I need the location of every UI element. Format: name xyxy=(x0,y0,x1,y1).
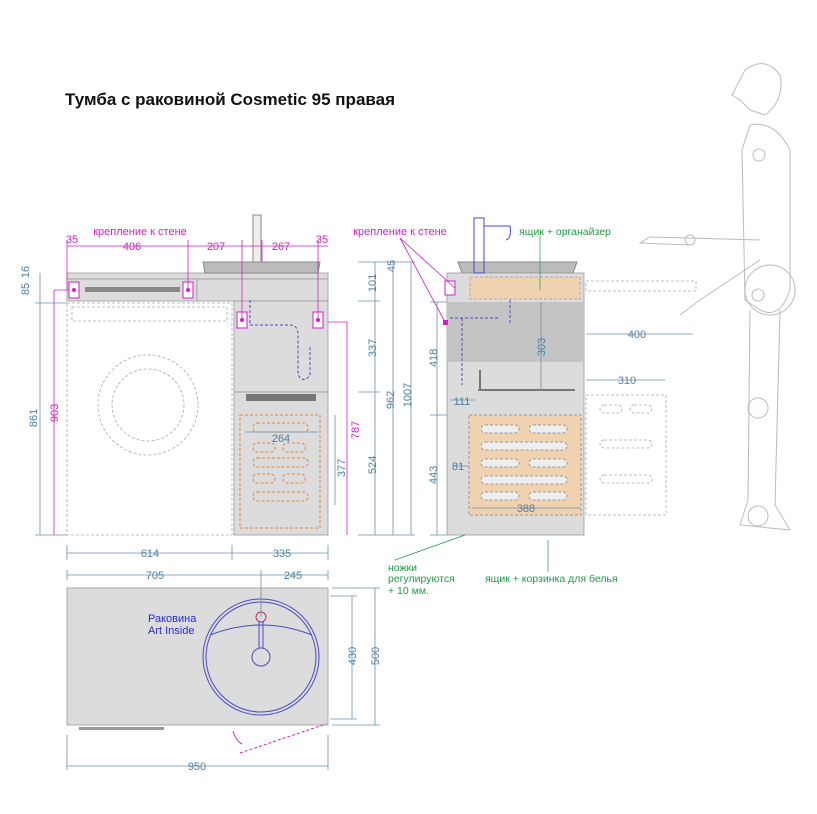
side-view: крепление к стене ящик + органайзер 418 … xyxy=(353,217,697,597)
dim-16: 16 xyxy=(20,266,32,278)
wall-mount-label-front: крепление к стене xyxy=(93,226,187,238)
dim-430: 430 xyxy=(347,647,359,665)
dim-962: 962 xyxy=(385,391,397,409)
dim-337: 337 xyxy=(367,339,379,357)
faucet xyxy=(252,214,262,263)
head xyxy=(731,63,782,116)
dim-111: 111 xyxy=(454,396,471,408)
legs-note-line2: регулируются xyxy=(388,573,455,585)
dim-85: 85 xyxy=(20,283,32,295)
dim-81: 81 xyxy=(452,461,464,473)
page-title: Тумба с раковиной Cosmetic 95 правая xyxy=(65,90,395,109)
dim-207: 207 xyxy=(207,241,225,253)
dim-264: 264 xyxy=(272,433,290,445)
hip xyxy=(744,264,796,316)
dim-787: 787 xyxy=(350,421,362,439)
sink-name-line1: Раковина xyxy=(148,613,197,625)
washing-machine-door xyxy=(97,354,199,456)
dim-950: 950 xyxy=(188,761,206,773)
dim-35-left: 35 xyxy=(66,234,78,246)
dim-400: 400 xyxy=(628,329,646,341)
countertop-top xyxy=(66,587,329,726)
dim-705: 705 xyxy=(146,570,164,582)
dim-861: 861 xyxy=(28,409,40,427)
countertop xyxy=(66,272,329,280)
dim-1007: 1007 xyxy=(402,383,414,407)
dim-245: 245 xyxy=(284,570,302,582)
arms xyxy=(638,236,761,316)
legs-note-line1: ножки xyxy=(388,562,417,574)
dim-267: 267 xyxy=(272,241,290,253)
organizer-drawer-label: ящик + органайзер xyxy=(519,226,611,238)
door-swing xyxy=(239,723,327,754)
dim-443: 443 xyxy=(428,466,440,484)
dim-418: 418 xyxy=(428,349,440,367)
sink-bowl xyxy=(202,261,321,274)
drain xyxy=(251,647,271,667)
torso xyxy=(741,123,791,313)
human-figure xyxy=(638,63,796,531)
basket-outline xyxy=(239,414,321,529)
dim-303: 303 xyxy=(536,338,548,356)
dim-500: 500 xyxy=(370,647,382,665)
wall-mount-label-side: крепление к стене xyxy=(353,226,447,238)
dim-45: 45 xyxy=(386,260,398,272)
dim-101: 101 xyxy=(367,274,379,292)
top-view: 705 245 430 500 950 Раковина Art Inside xyxy=(66,570,382,773)
washing-machine-outline xyxy=(66,302,233,536)
dim-406: 406 xyxy=(123,241,141,253)
dim-377: 377 xyxy=(336,459,348,477)
dim-35-right: 35 xyxy=(316,234,328,246)
laundry-drawer-label: ящик + корзинка для белья xyxy=(485,573,618,585)
shelf-handle xyxy=(85,287,180,292)
front-view: крепление к стене 35 406 207 267 35 16 8… xyxy=(20,214,415,560)
dim-335: 335 xyxy=(273,548,291,560)
dim-310: 310 xyxy=(618,375,636,387)
siphon xyxy=(249,300,311,380)
dim-903: 903 xyxy=(49,404,61,422)
legs-note-line3: + 10 мм. xyxy=(388,585,429,597)
side-faucet xyxy=(473,217,485,274)
organizer-drawer xyxy=(469,276,581,300)
legs xyxy=(739,309,791,531)
dim-388: 388 xyxy=(517,503,535,515)
lower-drawer xyxy=(233,391,329,536)
dim-524: 524 xyxy=(367,456,379,474)
sink-name-line2: Art Inside xyxy=(148,625,194,637)
dim-614: 614 xyxy=(141,548,159,560)
